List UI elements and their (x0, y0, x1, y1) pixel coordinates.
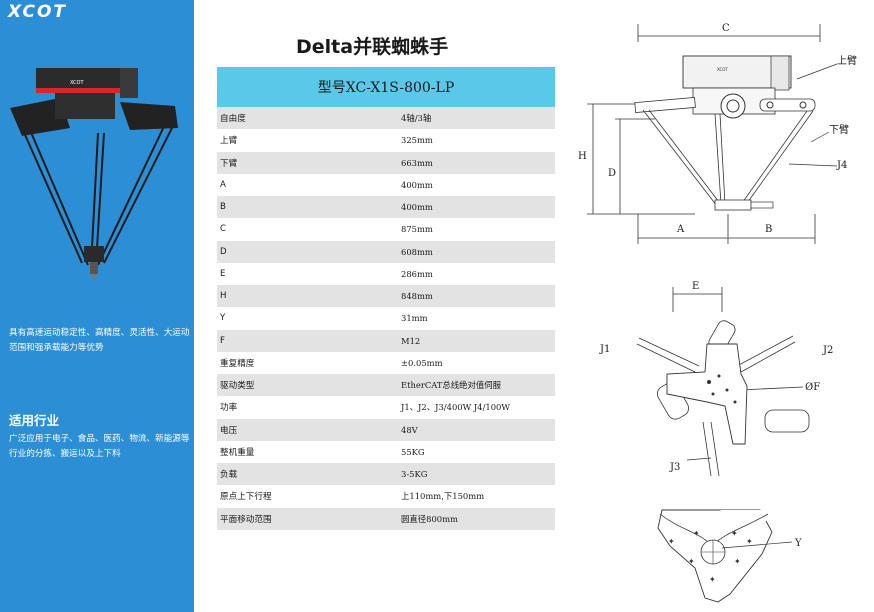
spec-value: 608mm (401, 246, 433, 257)
spec-key: 原点上下行程 (220, 492, 272, 503)
svg-text:✦: ✦ (734, 557, 741, 566)
spec-key: F (220, 335, 225, 346)
spec-value: 3-5KG (401, 469, 428, 480)
spec-value: M12 (401, 335, 421, 346)
spec-value: 55KG (401, 446, 425, 457)
spec-row: 整机重量 55KG (217, 440, 555, 463)
spec-value: ±0.05mm (401, 357, 443, 368)
dim-b-label: B (765, 224, 772, 235)
spec-row: 上臂 325mm (217, 129, 555, 152)
y-label: Y (794, 538, 802, 549)
spec-key: 自由度 (220, 114, 246, 125)
spec-row: 驱动类型 EtherCAT总线绝对值伺服 (217, 374, 555, 397)
spec-row: 功率 J1、J2、J3/400W J4/100W (217, 396, 555, 419)
spec-value: 圆直径800mm (401, 513, 458, 524)
spec-row: F M12 (217, 329, 555, 352)
industry-description: 广泛应用于电子、食品、医药、物流、新能源等行业的分拣、搬运以及上下料 (9, 434, 190, 459)
spec-row: 重复精度 ±0.05mm (217, 351, 555, 374)
svg-text:✦: ✦ (688, 557, 695, 566)
spec-key: D (220, 246, 227, 257)
dim-e-label: E (692, 281, 699, 292)
spec-value: 31mm (401, 313, 428, 324)
spec-key: 下臂 (220, 158, 238, 169)
base-plate-label: XCOT (717, 67, 728, 72)
svg-text:✦: ✦ (709, 575, 716, 584)
spec-key: 上臂 (220, 136, 238, 147)
spec-value: 325mm (401, 135, 433, 146)
spec-key: Y (220, 313, 226, 324)
advantage-description: 具有高速运动稳定性、高精度、灵活性、大运动范围和强承载能力等优势 (9, 328, 190, 353)
robot-illustration: XCOT (10, 68, 178, 282)
spec-value: 上110mm,下150mm (401, 491, 485, 502)
spec-key: C (220, 224, 227, 235)
j3-label: J3 (669, 462, 680, 473)
dim-a-label: A (676, 224, 685, 235)
page-title: Delta并联蜘蛛手 (296, 36, 449, 58)
side-view-diagram: XCOT C H D A B 上臂 下臂 J4 (578, 23, 857, 244)
j4-callout: J4 (836, 160, 847, 171)
svg-text:✦: ✦ (668, 537, 675, 546)
upper-arm-callout: 上臂 (837, 54, 857, 67)
lower-arm-callout: 下臂 (829, 123, 849, 136)
spec-row: Y 31mm (217, 307, 555, 330)
industry-title: 适用行业 (9, 413, 60, 428)
spec-value: J1、J2、J3/400W J4/100W (401, 402, 510, 413)
dim-d-label: D (608, 168, 616, 179)
spec-value: 663mm (401, 157, 433, 168)
svg-text:✦: ✦ (693, 529, 700, 538)
spec-row: B 400mm (217, 196, 555, 219)
spec-key: 驱动类型 (220, 381, 255, 392)
spec-value: 400mm (401, 179, 433, 190)
spec-row: C 875mm (217, 218, 555, 241)
spec-key: 整机重量 (220, 447, 255, 458)
spec-row: 原点上下行程 上110mm,下150mm (217, 485, 555, 508)
spec-key: 重复精度 (220, 358, 255, 369)
svg-text:✦: ✦ (731, 529, 738, 538)
spec-value: 286mm (401, 268, 433, 279)
spec-row: 平面移动范围 圆直径800mm (217, 507, 555, 530)
spec-row: 下臂 663mm (217, 151, 555, 174)
f-label: ØF (805, 382, 820, 393)
j2-label: J2 (822, 345, 833, 356)
spec-row: H 848mm (217, 285, 555, 308)
spec-value: 400mm (401, 202, 433, 213)
spec-value: 4轴/3轴 (401, 113, 432, 124)
spec-key: E (220, 268, 226, 279)
spec-value: 848mm (401, 291, 433, 302)
spec-row: E 286mm (217, 262, 555, 285)
top-view-diagram: E J1 J2 J3 ØF (599, 281, 833, 477)
spec-row: A 400mm (217, 173, 555, 196)
spec-key: 负载 (220, 470, 238, 481)
robot-label: XCOT (70, 80, 84, 86)
dim-c-label: C (722, 23, 730, 34)
spec-key: B (220, 202, 226, 213)
spec-value: 48V (401, 424, 418, 435)
spec-key: 功率 (220, 403, 238, 414)
j1-label: J1 (599, 344, 610, 355)
spec-key: 平面移动范围 (220, 514, 272, 525)
spec-row: 负载 3-5KG (217, 463, 555, 486)
dim-h-label: H (578, 151, 587, 162)
spec-key: 电压 (220, 425, 238, 436)
spec-key: A (220, 179, 226, 190)
spec-value: EtherCAT总线绝对值伺服 (401, 380, 502, 391)
end-plate-diagram: ✦ ✦ ✦ ✦ ✦ ✦ ✦ Y (657, 509, 802, 603)
brand-logo: XCOT (8, 2, 68, 22)
svg-text:✦: ✦ (746, 537, 753, 546)
spec-key: H (220, 291, 227, 302)
spec-row: D 608mm (217, 240, 555, 263)
left-panel: XCOT XCOT 具有高速运动稳定性、高精度、灵活性、大运动范围和强承载能力等… (0, 0, 194, 612)
spec-value: 875mm (401, 224, 433, 235)
spec-row: 自由度 4轴/3轴 (217, 107, 555, 130)
spec-row: 电压 48V (217, 418, 555, 441)
spec-table-header: 型号XC-X1S-800-LP (217, 67, 555, 107)
